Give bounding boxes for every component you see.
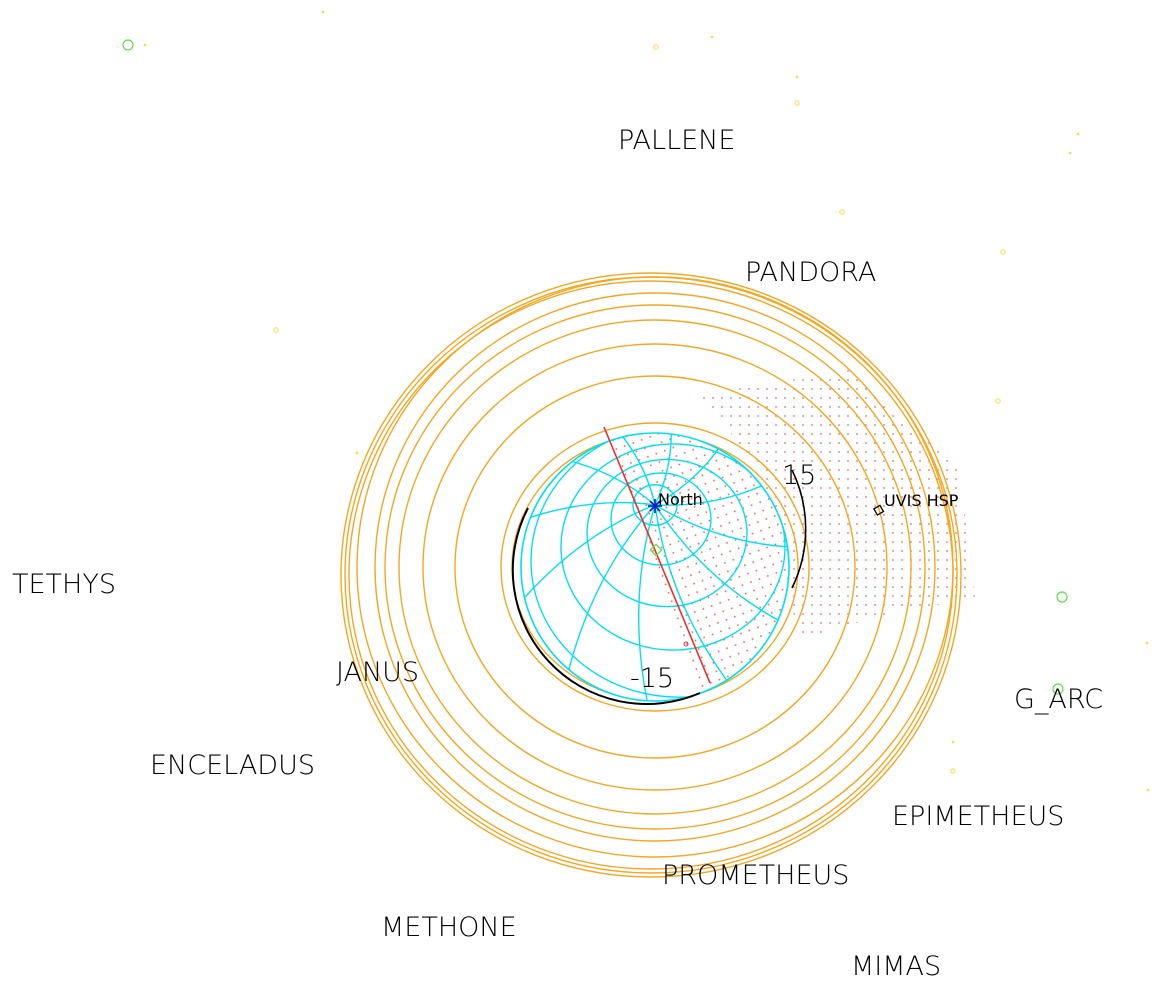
label-mimas: MIMAS [851,951,941,981]
ring-6 [384,304,926,830]
latitude-line [530,433,789,698]
ring-7 [374,292,936,842]
meridian-line [654,433,751,506]
saturn-rings [340,272,962,878]
label-uvis-hsp: UVIS HSP [884,491,959,510]
meridian-line [521,501,656,546]
moon-labels: PALLENE PANDORA TETHYS JANUS ENCELADUS M… [12,125,1103,981]
label-epimetheus: EPIMETHEUS [892,801,1064,832]
label-latitude-lower: -15 [630,663,674,694]
uvis-hsp-marker [873,504,885,516]
meridian-line [521,504,656,641]
green-circle-marker-right [1056,591,1068,603]
meridian-line [654,504,789,641]
green-markers [122,39,1068,695]
ring-4 [422,343,888,791]
meridian-line [654,449,789,506]
label-pallene: PALLENE [618,125,735,156]
ring-3 [454,375,856,759]
sub-spacecraft-marker [649,543,663,557]
ring-shadow-dots [700,370,975,640]
north-pole-marker [648,499,662,513]
ring-9 [348,280,954,870]
star-field [143,10,1150,792]
label-janus: JANUS [336,657,419,688]
green-circle-marker-topleft [122,39,134,51]
label-prometheus: PROMETHEUS [662,860,849,891]
label-enceladus: ENCELADUS [150,750,315,781]
green-circle-marker-garc [1052,683,1064,695]
meridian-line [521,449,656,506]
label-pandora: PANDORA [745,257,876,288]
label-methone: METHONE [381,912,517,943]
meridian-line [654,433,672,506]
latitude-line [586,458,748,608]
label-tethys: TETHYS [12,569,116,600]
label-latitude-upper: 15 [782,460,816,491]
meridian-line [654,504,789,549]
label-north: North [658,490,703,509]
ring-2 [500,422,810,712]
label-g-arc: G_ARC [1014,684,1103,715]
ring-11 [340,272,962,878]
ring-10 [344,276,958,874]
ring-5 [398,319,912,815]
planet-limb [511,507,701,706]
